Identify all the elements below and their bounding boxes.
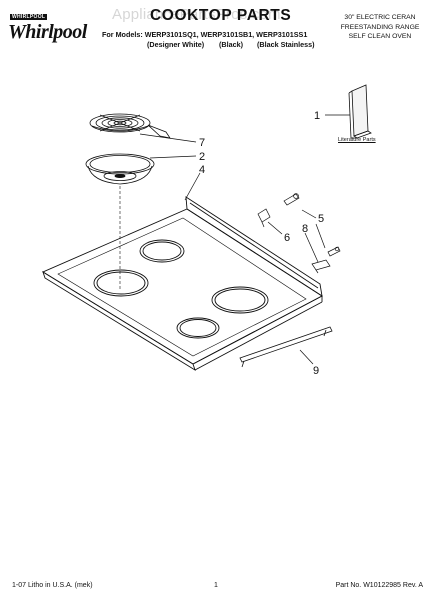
variant-black: (Black): [219, 40, 243, 49]
callout-4: 4: [199, 164, 205, 176]
literature-parts-label: Literature Parts: [338, 137, 376, 143]
leader-line-2: [149, 155, 197, 159]
callout-1: 1: [314, 110, 320, 122]
leader-line-5b: [315, 223, 326, 249]
logo-brand-tag: WHIRLPOOL: [10, 14, 48, 20]
logo-wordmark: Whirlpool: [8, 21, 87, 43]
callout-8: 8: [302, 223, 308, 235]
watermark: AppliancePartsPros.com: [112, 6, 281, 23]
callout-9: 9: [313, 365, 319, 377]
variant-designer-white: (Designer White): [147, 40, 205, 49]
leader-line-8: [304, 232, 319, 263]
footer-litho: 1-07 Litho in U.S.A. (mek): [12, 582, 93, 589]
variant-black-stainless: (Black Stainless): [257, 40, 315, 49]
leader-line-4: [184, 172, 201, 201]
model-variants: (Designer White) (Black) (Black Stainless): [147, 40, 315, 49]
page-title: COOKTOP PARTS: [150, 7, 292, 24]
trim-strip-part-9: [239, 326, 333, 368]
clip-part-6: [257, 208, 271, 228]
product-line-3: SELF CLEAN OVEN: [348, 33, 412, 40]
callout-2: 2: [199, 151, 205, 163]
whirlpool-logo: WHIRLPOOL Whirlpool: [8, 14, 87, 44]
screw-part-5: [283, 193, 300, 206]
drip-bowl: [85, 153, 155, 185]
surface-element-coil: [89, 113, 171, 139]
product-line-2: FREESTANDING RANGE: [340, 24, 420, 31]
callout-6: 6: [284, 232, 290, 244]
product-line-1: 30" ELECTRIC CERAN: [344, 14, 416, 21]
leader-line-6: [267, 221, 283, 235]
leader-line-9: [299, 349, 314, 365]
bracket-part-8: [311, 246, 341, 274]
leader-line-5a: [301, 209, 317, 219]
footer-part-number: Part No. W10122985 Rev. A: [335, 582, 423, 589]
cooktop-main-top: [42, 196, 323, 372]
callout-7: 7: [199, 137, 205, 149]
literature-booklet: [348, 84, 372, 139]
callout-5: 5: [318, 213, 324, 225]
leader-line-7: [139, 133, 197, 143]
footer-page-number: 1: [214, 582, 218, 589]
models-line: For Models: WERP3101SQ1, WERP3101SB1, WE…: [102, 30, 308, 39]
